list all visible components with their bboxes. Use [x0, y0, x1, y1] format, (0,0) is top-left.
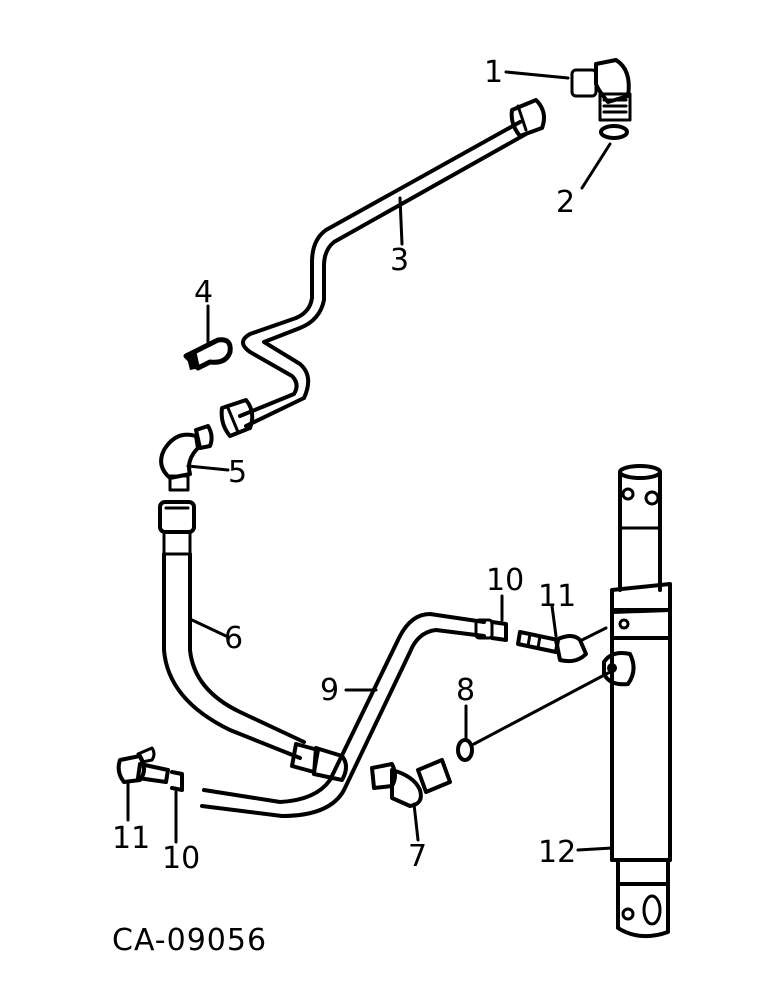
elbow-fitting-lower	[370, 758, 452, 808]
callout-2: 2	[556, 185, 575, 220]
hydraulic-hose-9	[200, 612, 494, 818]
callout-leaders	[126, 70, 614, 852]
callout-7: 7	[408, 839, 427, 874]
callout-12: 12	[538, 835, 576, 870]
callout-8: 8	[456, 673, 475, 708]
reference-code: CA-09056	[112, 923, 267, 958]
callout-10-upper: 10	[486, 563, 524, 598]
callout-5: 5	[228, 455, 247, 490]
hydraulic-hose-6	[158, 500, 348, 782]
hose-barb-fitting-lower	[116, 746, 170, 784]
steel-tube-upper	[219, 98, 546, 438]
o-ring-top	[599, 124, 629, 140]
hose-barb-fitting-upper	[516, 626, 608, 664]
callout-1: 1	[484, 55, 503, 90]
elbow-fitting-top	[570, 58, 632, 122]
callout-10-lower: 10	[162, 841, 200, 876]
hose-clamp-lower	[170, 770, 184, 792]
callout-9: 9	[320, 673, 339, 708]
o-ring-lower	[456, 738, 474, 762]
callout-11-upper: 11	[538, 579, 576, 614]
port-leader	[472, 670, 612, 746]
hose-clamp-upper	[490, 620, 508, 642]
elbow-fitting-middle	[159, 424, 214, 492]
callout-3: 3	[390, 243, 409, 278]
callout-6: 6	[224, 621, 243, 656]
callout-4: 4	[194, 275, 213, 310]
tube-clip	[183, 337, 233, 371]
hydraulic-cylinder	[602, 464, 672, 939]
callout-11-lower: 11	[112, 821, 150, 856]
